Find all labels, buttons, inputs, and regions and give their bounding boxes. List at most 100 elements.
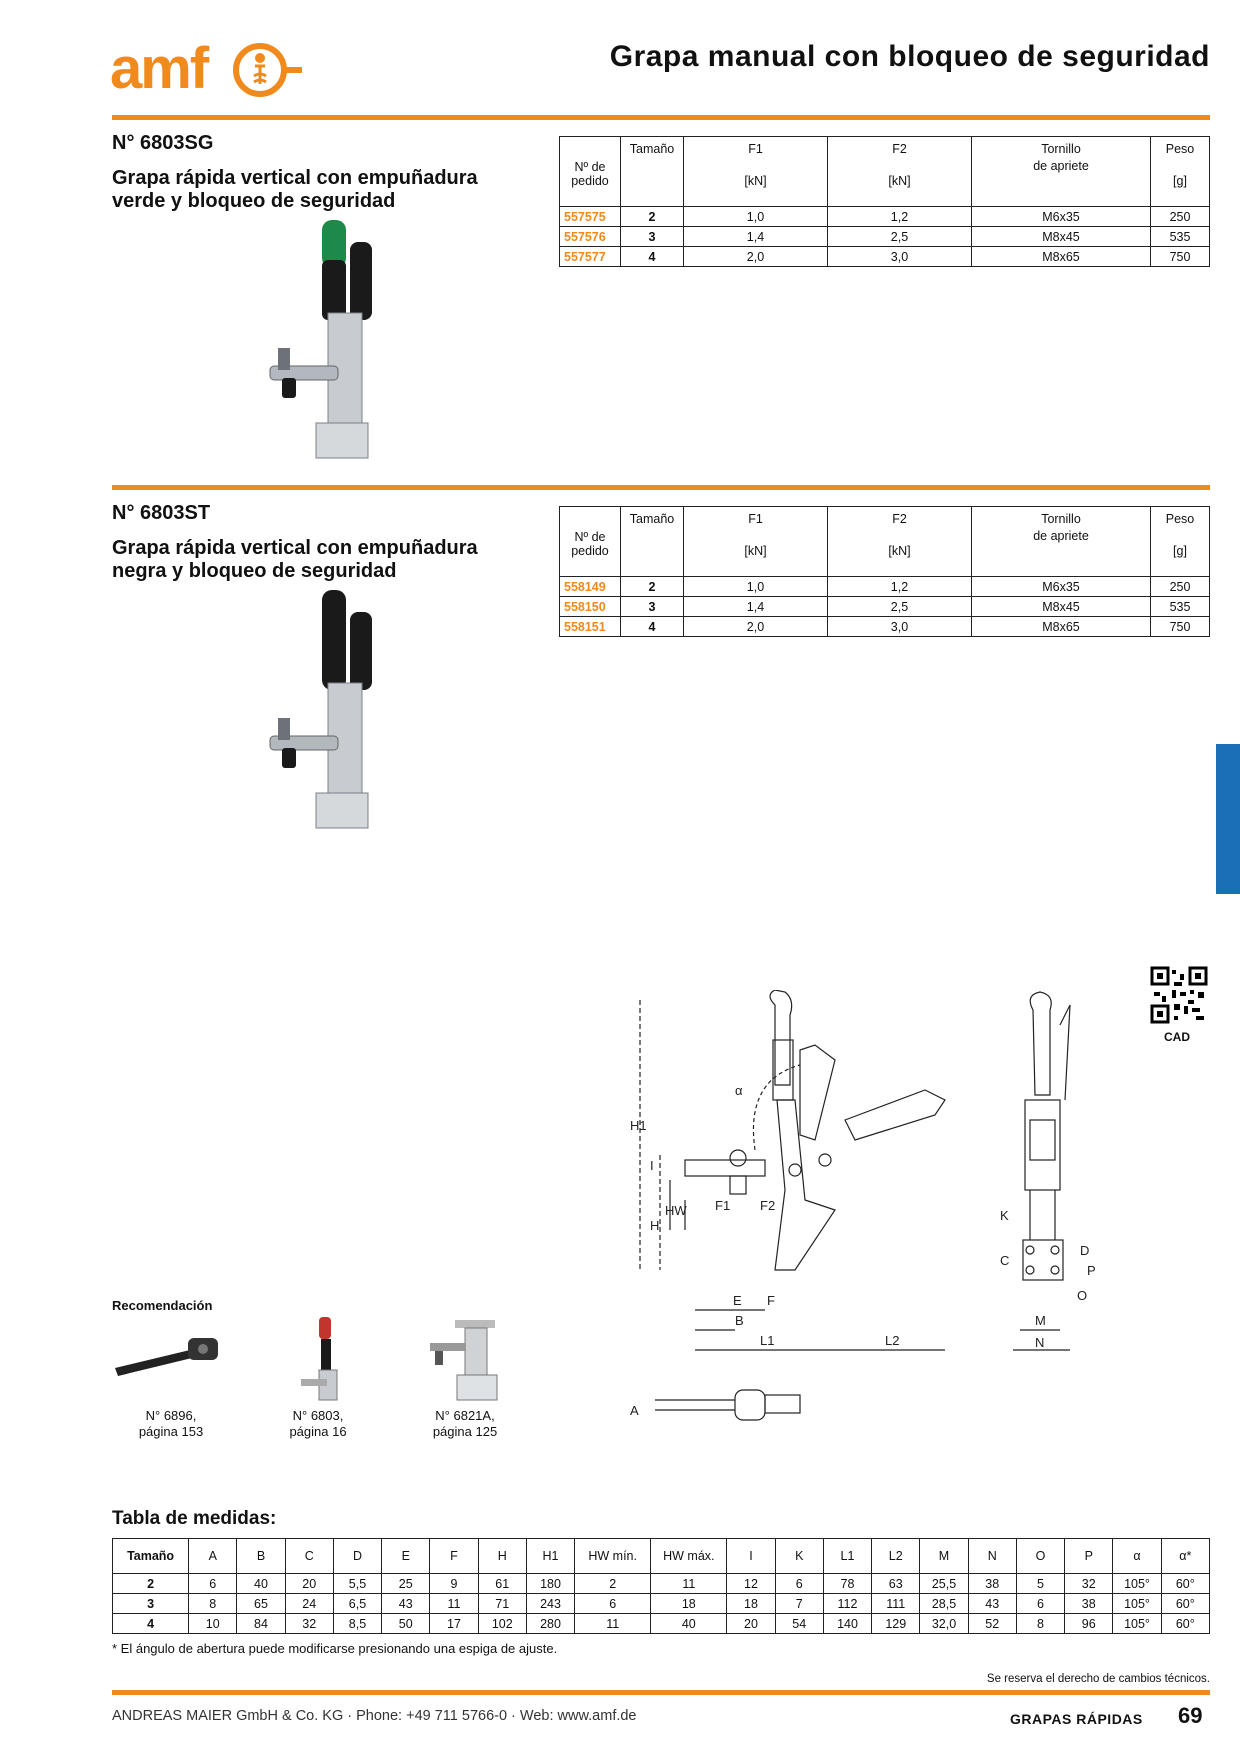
- label-hw: HW: [665, 1203, 687, 1218]
- dim-header: I: [726, 1538, 776, 1574]
- page-title: Grapa manual con bloqueo de seguridad: [609, 40, 1210, 73]
- weight-cell: 250: [1150, 206, 1210, 227]
- footer-section: GRAPAS RÁPIDAS: [1010, 1711, 1143, 1727]
- dim-header: L2: [871, 1538, 921, 1574]
- label-h: H: [650, 1218, 659, 1233]
- reco-image-6821a[interactable]: [425, 1315, 505, 1405]
- table-row: 557576 3 1,4 2,5 M8x45 535: [559, 226, 1210, 247]
- col-f2: F2[kN]: [827, 136, 972, 207]
- dim-cell: 6: [774, 1573, 824, 1594]
- screw-cell: M8x65: [971, 616, 1151, 637]
- order-link[interactable]: 557577: [559, 246, 621, 267]
- dim-cell: 7: [774, 1593, 824, 1614]
- dim-header: A: [188, 1538, 238, 1574]
- order-link[interactable]: 558149: [559, 576, 621, 597]
- size-cell: 3: [620, 226, 684, 247]
- dim-header: C: [284, 1538, 334, 1574]
- table-row: 558151 4 2,0 3,0 M8x65 750: [559, 616, 1210, 637]
- order-link[interactable]: 558151: [559, 616, 621, 637]
- screw-cell: M8x45: [971, 596, 1151, 617]
- col-weight: Peso [g]: [1150, 136, 1210, 207]
- f1-cell: 1,4: [683, 596, 828, 617]
- size-cell: 2: [620, 206, 684, 227]
- reco-image-6803[interactable]: [295, 1315, 355, 1410]
- dim-cell: 84: [236, 1613, 286, 1634]
- label-a: A: [630, 1403, 639, 1418]
- product-image-green: [260, 218, 380, 468]
- weight-cell: 750: [1150, 246, 1210, 267]
- reco-caption-6896[interactable]: N° 6896, página 153: [96, 1408, 246, 1440]
- dim-cell: 10: [188, 1613, 238, 1634]
- technical-drawing: H1 I HW H F1 F2 α E F B L1 L2 K C D P O …: [625, 989, 1096, 1430]
- recommendation-title: Recomendación: [112, 1298, 213, 1313]
- dim-cell: 8: [1015, 1613, 1066, 1634]
- dim-cell: 18: [650, 1593, 728, 1614]
- label-f1: F1: [715, 1198, 730, 1213]
- f2-cell: 3,0: [827, 246, 972, 267]
- table-row: 557577 4 2,0 3,0 M8x65 750: [559, 246, 1210, 267]
- f2-cell: 2,5: [827, 226, 972, 247]
- dim-cell: 180: [525, 1573, 576, 1594]
- dim-cell: 50: [381, 1613, 431, 1634]
- label-d: D: [1080, 1243, 1089, 1258]
- dim-header: D: [332, 1538, 383, 1574]
- dimensions-footnote: * El ángulo de abertura puede modificars…: [112, 1641, 558, 1656]
- dim-cell: 54: [774, 1613, 824, 1634]
- dim-cell: 8: [188, 1593, 238, 1614]
- dim-cell: 102: [477, 1613, 527, 1634]
- dim-cell: 11: [574, 1613, 652, 1634]
- order-link[interactable]: 558150: [559, 596, 621, 617]
- dim-cell: 129: [871, 1613, 921, 1634]
- disclaimer: Se reserva el derecho de cambios técnico…: [986, 1673, 1210, 1685]
- order-link[interactable]: 557576: [559, 226, 621, 247]
- order-link[interactable]: 557575: [559, 206, 621, 227]
- dim-cell: 11: [429, 1593, 479, 1614]
- dim-header: α: [1112, 1538, 1162, 1574]
- dim-cell: 28,5: [919, 1593, 969, 1614]
- dim-cell: 6: [1015, 1593, 1066, 1614]
- col-f2: F2[kN]: [827, 506, 972, 577]
- screw-cell: M8x45: [971, 226, 1151, 247]
- size-cell: 3: [620, 596, 684, 617]
- dim-header: Tamaño: [111, 1538, 190, 1574]
- cad-label[interactable]: CAD: [1164, 1030, 1190, 1044]
- label-f2: F2: [760, 1198, 775, 1213]
- dim-cell: 40: [236, 1573, 286, 1594]
- product-description: Grapa rápida vertical con empuñadura ver…: [112, 167, 478, 212]
- size-cell: 2: [111, 1573, 190, 1594]
- reco-caption-6803[interactable]: N° 6803, página 16: [243, 1408, 393, 1440]
- dim-cell: 105°: [1112, 1593, 1162, 1614]
- dim-header: N: [967, 1538, 1017, 1574]
- weight-cell: 250: [1150, 576, 1210, 597]
- table-row: 558150 3 1,4 2,5 M8x45 535: [559, 596, 1210, 617]
- col-screw-label: Tornillo: [1041, 512, 1081, 526]
- table-row: 558149 2 1,0 1,2 M6x35 250: [559, 576, 1210, 597]
- section-side-tab: [1216, 744, 1240, 894]
- col-f1: F1[kN]: [683, 136, 828, 207]
- col-weight-label: Peso: [1165, 142, 1195, 156]
- f1-cell: 2,0: [683, 246, 828, 267]
- reco-caption-line2: página 153: [138, 1424, 204, 1439]
- dim-header: K: [774, 1538, 824, 1574]
- dim-cell: 9: [429, 1573, 479, 1594]
- dim-cell: 71: [477, 1593, 527, 1614]
- qr-code[interactable]: [1150, 966, 1208, 1024]
- label-o: O: [1077, 1288, 1087, 1303]
- weight-cell: 535: [1150, 226, 1210, 247]
- label-alpha: α: [735, 1083, 743, 1098]
- reco-caption-6821a[interactable]: N° 6821A, página 125: [390, 1408, 540, 1440]
- product-description: Grapa rápida vertical con empuñadura neg…: [112, 537, 478, 582]
- dim-cell: 243: [525, 1593, 576, 1614]
- reco-image-6896[interactable]: [110, 1320, 230, 1380]
- label-p: P: [1087, 1263, 1095, 1278]
- col-weight-unit: [g]: [1173, 174, 1187, 188]
- reco-caption-line1: N° 6896,: [145, 1408, 197, 1423]
- col-f1: F1[kN]: [683, 506, 828, 577]
- dim-cell: 40: [650, 1613, 728, 1634]
- size-cell: 4: [111, 1613, 190, 1634]
- label-m: M: [1035, 1313, 1046, 1328]
- dim-cell: 60°: [1160, 1573, 1211, 1594]
- dim-cell: 38: [967, 1573, 1017, 1594]
